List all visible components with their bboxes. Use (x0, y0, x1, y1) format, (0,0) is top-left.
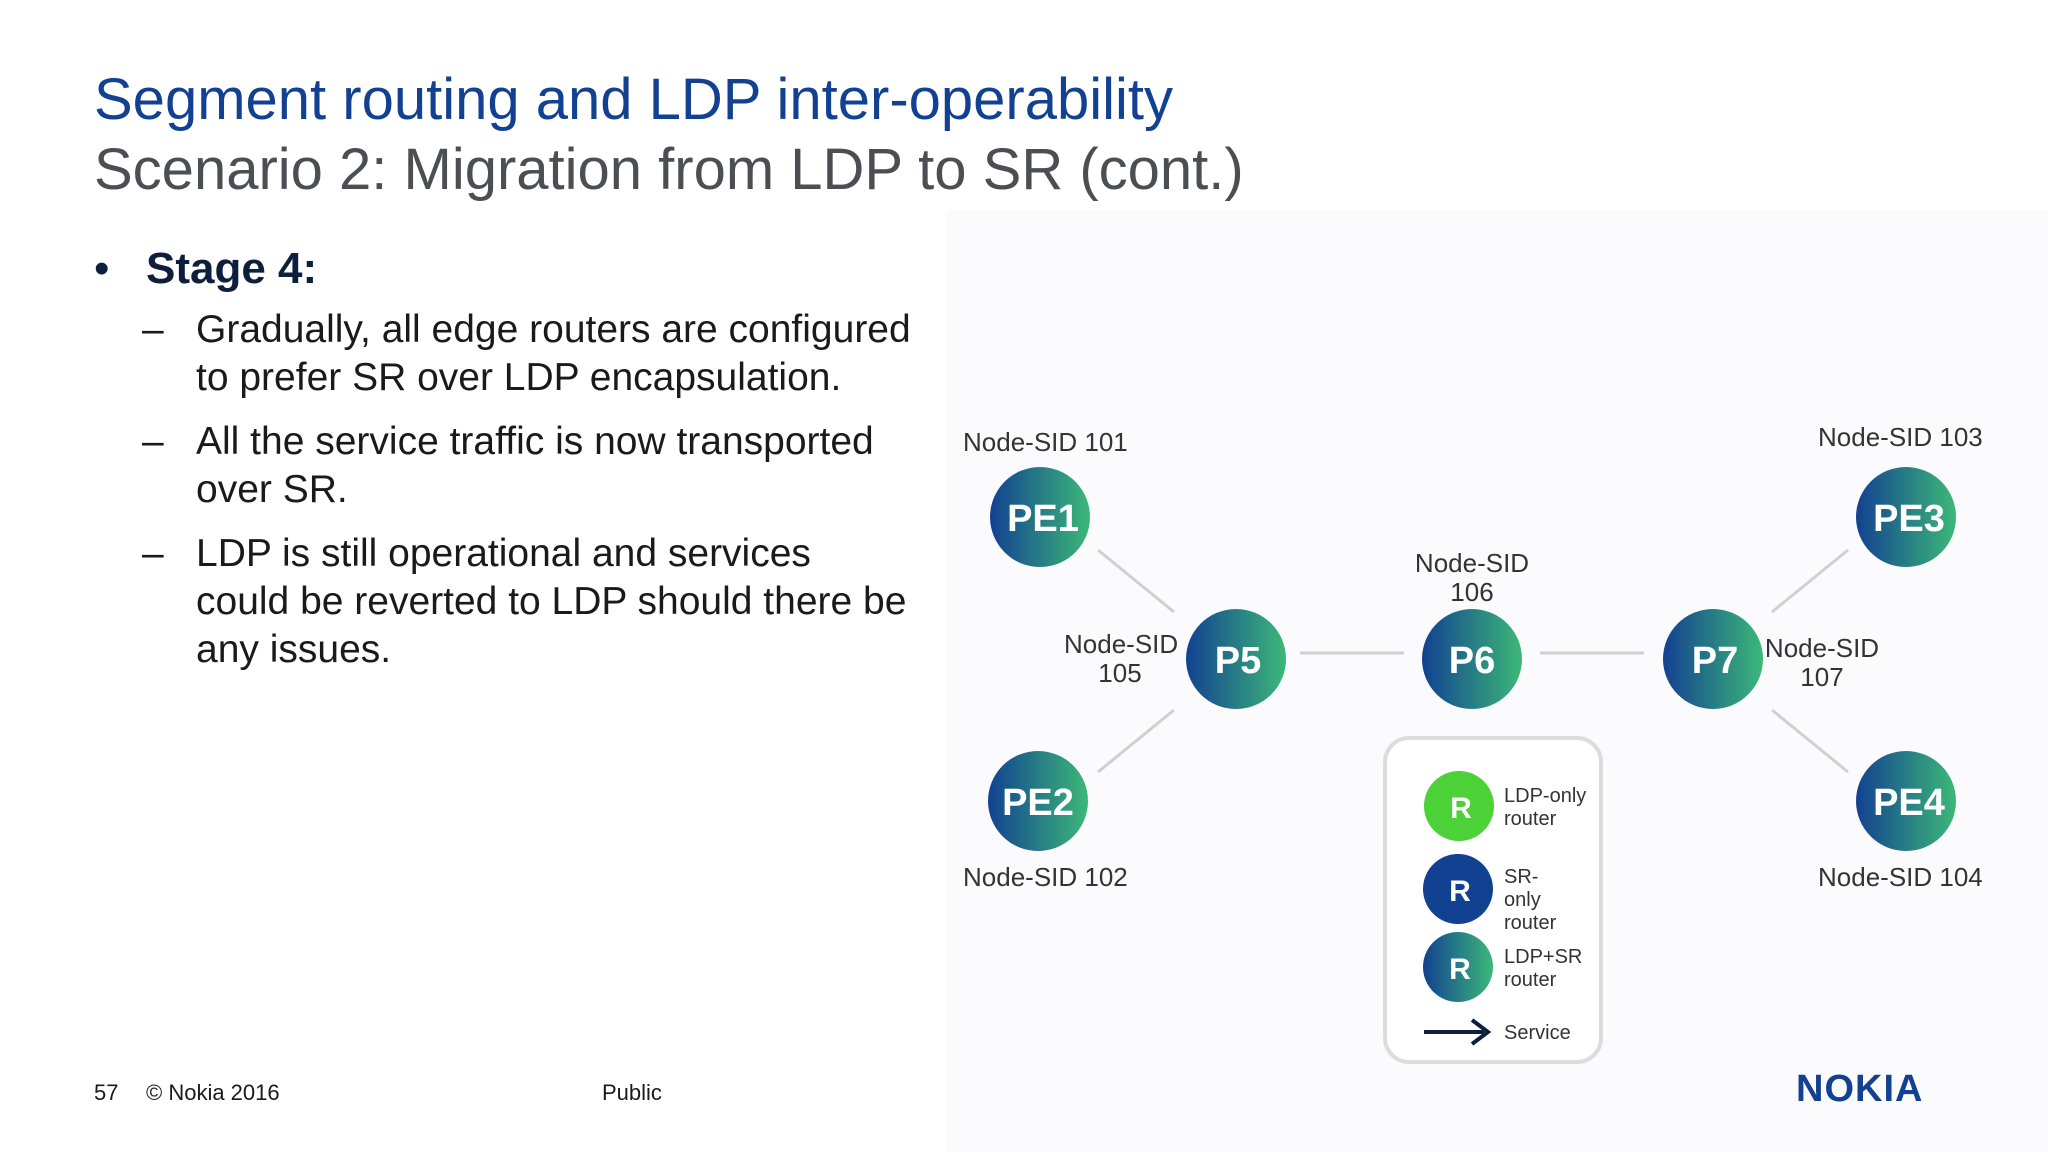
sid-label-pe4: Node-SID 104 (1818, 862, 1983, 892)
bullet-line: over SR. (196, 468, 348, 511)
router-pe3: PE3 (1856, 467, 1956, 567)
sid-label-pe3: Node-SID 103 (1818, 422, 1983, 452)
stage-label: Stage 4: (146, 244, 318, 293)
legend-line: SR- (1504, 866, 1539, 888)
legend-ldp-sr-icon: R (1423, 932, 1493, 1002)
stage-heading: • Stage 4: (94, 244, 964, 294)
dash-marker: – (142, 308, 164, 351)
legend-ldp-only-icon: R (1424, 771, 1494, 841)
sub-bullet-item: – LDP is still operational and services … (142, 530, 964, 674)
copyright-notice: © Nokia 2016 (146, 1080, 280, 1105)
router-circle (1663, 609, 1763, 709)
router-circle (990, 467, 1090, 567)
bullet-line: LDP is still operational and services (196, 532, 811, 575)
bullet-line: to prefer SR over LDP encapsulation. (196, 356, 842, 399)
bullet-line: Gradually, all edge routers are configur… (196, 308, 911, 351)
dash-marker: – (142, 532, 164, 575)
legend-router-letter: R (1449, 953, 1471, 986)
sid-label-line: 105 (1098, 658, 1142, 688)
router-name: PE1 (1007, 498, 1079, 540)
legend-line: router (1504, 912, 1557, 934)
legend-line: LDP-only (1504, 785, 1587, 807)
sid-label-p6: Node-SID 106 (1414, 549, 1530, 607)
bullet-line: could be reverted to LDP should there be (196, 580, 907, 623)
bullet-list: • Stage 4: – Gradually, all edge routers… (94, 244, 964, 690)
page-number: 57 (94, 1080, 119, 1105)
router-name: PE2 (1002, 782, 1074, 824)
network-links (1097, 548, 1849, 774)
bullet-line: All the service traffic is now transport… (196, 420, 874, 463)
router-circle (988, 751, 1088, 851)
router-p6: P6 (1422, 609, 1522, 709)
legend-label-service: Service (1504, 1022, 1571, 1044)
slide-subtitle: Scenario 2: Migration from LDP to SR (co… (94, 137, 1244, 202)
ldp-only-circle (1424, 771, 1494, 841)
sid-label-line: 106 (1450, 577, 1494, 607)
router-pe2: PE2 (988, 751, 1088, 851)
sid-label-line: Node-SID (1764, 633, 1880, 663)
dash-marker: – (142, 420, 164, 463)
legend-router-letter: R (1449, 875, 1471, 908)
router-name: PE3 (1873, 498, 1945, 540)
ldp-sr-circle (1423, 932, 1493, 1002)
sub-bullet-list: – Gradually, all edge routers are config… (94, 306, 964, 674)
link-p7-pe4 (1771, 708, 1849, 774)
router-name: PE4 (1873, 782, 1945, 824)
sid-label-pe1: Node-SID 101 (963, 427, 1128, 457)
legend-label-sr-only: SR- only router (1504, 866, 1556, 935)
bullet-line: any issues. (196, 628, 392, 671)
bullet-dot: • (94, 244, 110, 293)
router-pe1: PE1 (990, 467, 1090, 567)
sub-bullet-item: – Gradually, all edge routers are config… (142, 306, 964, 402)
router-circle (1186, 609, 1286, 709)
router-name: P6 (1449, 640, 1495, 682)
legend-sr-only-icon: R (1423, 854, 1493, 924)
sid-label-line: Node-SID (1414, 548, 1530, 578)
link-pe2-p5 (1097, 708, 1175, 774)
sr-only-circle (1423, 854, 1493, 924)
router-pe4: PE4 (1856, 751, 1956, 851)
sid-label-line: Node-SID (1064, 629, 1179, 659)
router-name: P5 (1215, 640, 1261, 682)
sid-label-line: 107 (1800, 662, 1844, 692)
router-p7: P7 (1663, 609, 1763, 709)
legend-label-ldp-sr: LDP+SR router (1504, 946, 1582, 992)
legend-line: router (1504, 808, 1557, 830)
legend-line: router (1504, 969, 1557, 991)
classification-label: Public (602, 1080, 662, 1105)
service-arrow-icon (1424, 1018, 1492, 1046)
sid-label-p7: Node-SID 107 (1764, 634, 1880, 692)
router-circle (1856, 467, 1956, 567)
router-circle (1422, 609, 1522, 709)
router-p5: P5 (1186, 609, 1286, 709)
router-name: P7 (1692, 640, 1738, 682)
link-p7-pe3 (1771, 548, 1849, 614)
sid-label-p5: Node-SID 105 (1064, 629, 1179, 688)
router-circle (1856, 751, 1956, 851)
sub-bullet-item: – All the service traffic is now transpo… (142, 418, 964, 514)
legend-line: LDP+SR (1504, 946, 1583, 968)
sid-label-pe2: Node-SID 102 (963, 862, 1128, 892)
legend-router-letter: R (1450, 792, 1472, 825)
link-pe1-p5 (1097, 548, 1175, 614)
slide-title: Segment routing and LDP inter-operabilit… (94, 67, 1174, 132)
legend-label-ldp-only: LDP-only router (1504, 785, 1586, 831)
nokia-logo: NOKIA (1796, 1068, 1924, 1110)
legend-line: only (1504, 889, 1541, 911)
